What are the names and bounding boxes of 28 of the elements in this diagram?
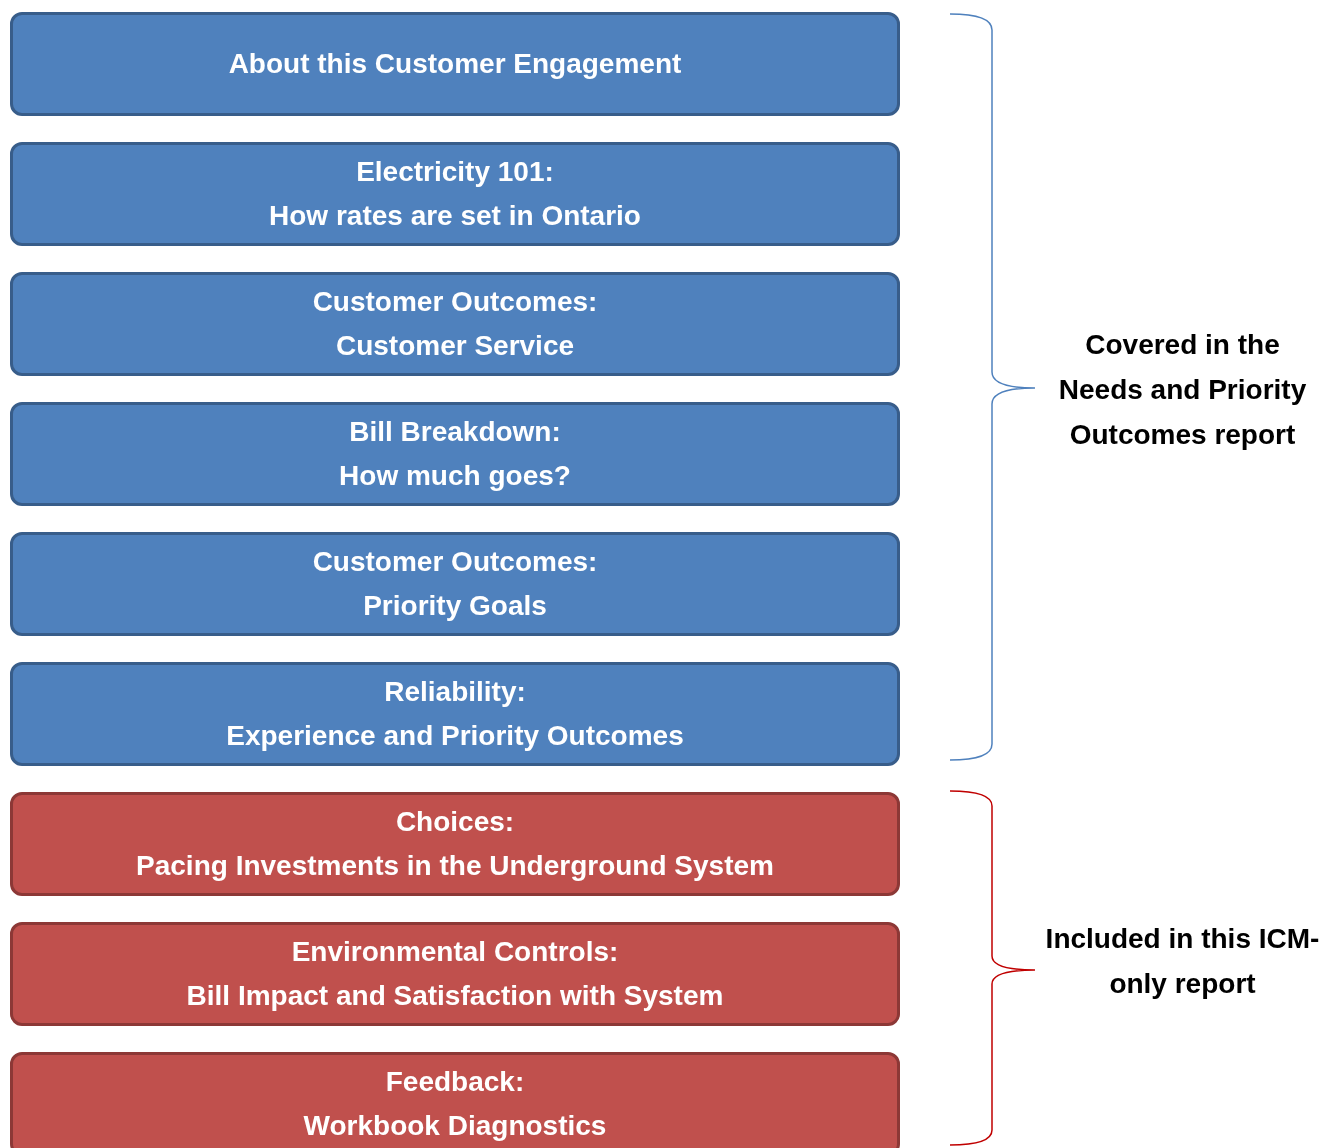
topic-text: How rates are set in Ontario <box>269 199 641 233</box>
topic-box <box>10 12 900 116</box>
topic-heading: Bill Breakdown: <box>349 415 561 449</box>
topic-heading: Customer Outcomes: <box>312 285 598 319</box>
topic-heading: Choices: <box>395 805 515 839</box>
bracket-label: Included in this ICM-only report <box>1044 922 1321 1001</box>
topic-text: About this Customer Engagement <box>228 47 682 81</box>
topic-heading: Feedback: <box>385 1065 525 1099</box>
topic-heading: Electricity 101: <box>356 155 554 189</box>
topic-box <box>10 922 900 1026</box>
topic-text: How much goes? <box>339 459 571 493</box>
topic-heading: Customer Outcomes: <box>312 545 598 579</box>
topic-box <box>10 792 900 896</box>
topic-text: Workbook Diagnostics <box>303 1109 607 1143</box>
topic-text: Customer Service <box>335 329 575 363</box>
bracket-label: Covered in the Needs and Priority Outcomes report <box>1057 328 1308 452</box>
topic-text: Priority Goals <box>363 589 547 623</box>
topic-heading: Environmental Controls: <box>291 935 619 969</box>
topic-box <box>10 272 900 376</box>
topic-heading: Reliability: <box>384 675 526 709</box>
topic-box <box>10 662 900 766</box>
topic-box <box>10 402 900 506</box>
topic-box <box>10 1052 900 1148</box>
topic-box <box>10 532 900 636</box>
topic-text: Bill Impact and Satisfaction with System <box>186 979 724 1013</box>
topic-box <box>10 142 900 246</box>
topic-text: Pacing Investments in the Underground System <box>136 849 774 883</box>
topic-text: Experience and Priority Outcomes <box>226 719 684 753</box>
